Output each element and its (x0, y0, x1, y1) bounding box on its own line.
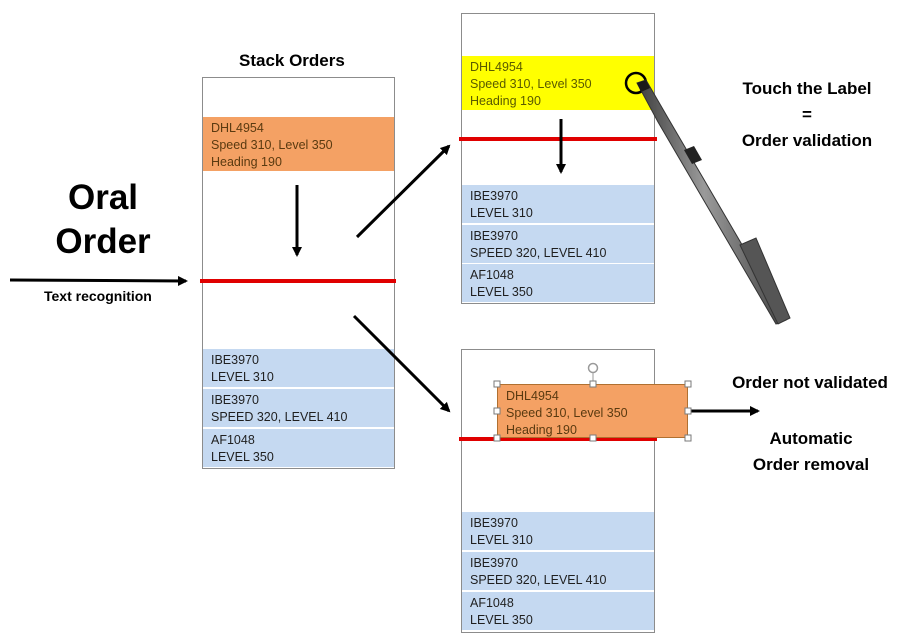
callsign: AF1048 (211, 433, 255, 447)
instruction: Heading 190 (211, 155, 282, 169)
instruction: LEVEL 350 (470, 613, 533, 627)
validation-line: Touch the Label (742, 79, 872, 98)
queue-item[interactable]: IBE3970 SPEED 320, LEVEL 410 (203, 389, 394, 428)
validation-note: Touch the Label = Order validation (712, 76, 902, 154)
instruction: LEVEL 310 (211, 370, 274, 384)
instruction: Heading 190 (470, 94, 541, 108)
queue-item[interactable]: IBE3970 LEVEL 310 (462, 185, 654, 224)
removal-line: Order removal (752, 455, 870, 474)
instruction: LEVEL 310 (470, 206, 533, 220)
instruction: LEVEL 350 (211, 450, 274, 464)
instruction: LEVEL 310 (470, 533, 533, 547)
instruction: SPEED 320, LEVEL 410 (470, 246, 607, 260)
selection-handles (493, 362, 692, 442)
stack-line (459, 437, 657, 441)
oral-word: Oral (67, 178, 139, 217)
callsign: IBE3970 (470, 556, 518, 570)
validation-line: = (802, 105, 812, 124)
stylus-icon (636, 79, 791, 325)
queue-item[interactable]: IBE3970 LEVEL 310 (462, 512, 654, 551)
stack-line (459, 137, 657, 141)
instruction: Speed 310, Level 350 (506, 406, 628, 420)
callsign: DHL4954 (211, 121, 264, 135)
instruction: Heading 190 (506, 423, 577, 437)
input-arrow (9, 275, 188, 286)
instruction: LEVEL 350 (470, 285, 533, 299)
callsign: IBE3970 (470, 189, 518, 203)
branch-arrow-down (352, 314, 451, 413)
instruction: SPEED 320, LEVEL 410 (211, 410, 348, 424)
callsign: DHL4954 (506, 389, 559, 403)
oral-order-title: Oral Order (48, 176, 158, 264)
instruction: Speed 310, Level 350 (470, 77, 592, 91)
callsign: IBE3970 (470, 516, 518, 530)
removal-note: Automatic Order removal (728, 426, 894, 478)
callsign: AF1048 (470, 596, 514, 610)
queue-item[interactable]: AF1048 LEVEL 350 (462, 264, 654, 303)
queue-item[interactable]: IBE3970 SPEED 320, LEVEL 410 (462, 225, 654, 264)
callsign: IBE3970 (211, 393, 259, 407)
callsign: AF1048 (470, 268, 514, 282)
queue-item[interactable]: IBE3970 LEVEL 310 (203, 349, 394, 388)
callsign: IBE3970 (211, 353, 259, 367)
queue-item[interactable]: IBE3970 SPEED 320, LEVEL 410 (462, 552, 654, 591)
not-validated-note: Order not validated (732, 373, 888, 392)
validated-order-label[interactable]: DHL4954 Speed 310, Level 350 Heading 190 (462, 56, 654, 110)
removal-line: Automatic (769, 429, 853, 448)
pending-order-label[interactable]: DHL4954 Speed 310, Level 350 Heading 190 (203, 117, 394, 171)
queue-item[interactable]: AF1048 LEVEL 350 (203, 429, 394, 468)
callsign: IBE3970 (470, 229, 518, 243)
instruction: SPEED 320, LEVEL 410 (470, 573, 607, 587)
branch-arrow-up (355, 144, 451, 239)
text-recognition-caption: Text recognition (44, 288, 152, 304)
stack-title: Stack Orders (239, 51, 345, 70)
validation-line: Order validation (741, 131, 873, 150)
instruction: Speed 310, Level 350 (211, 138, 333, 152)
callsign: DHL4954 (470, 60, 523, 74)
stack-line (200, 279, 396, 283)
queue-item[interactable]: AF1048 LEVEL 350 (462, 592, 654, 631)
order-word: Order (55, 222, 151, 261)
